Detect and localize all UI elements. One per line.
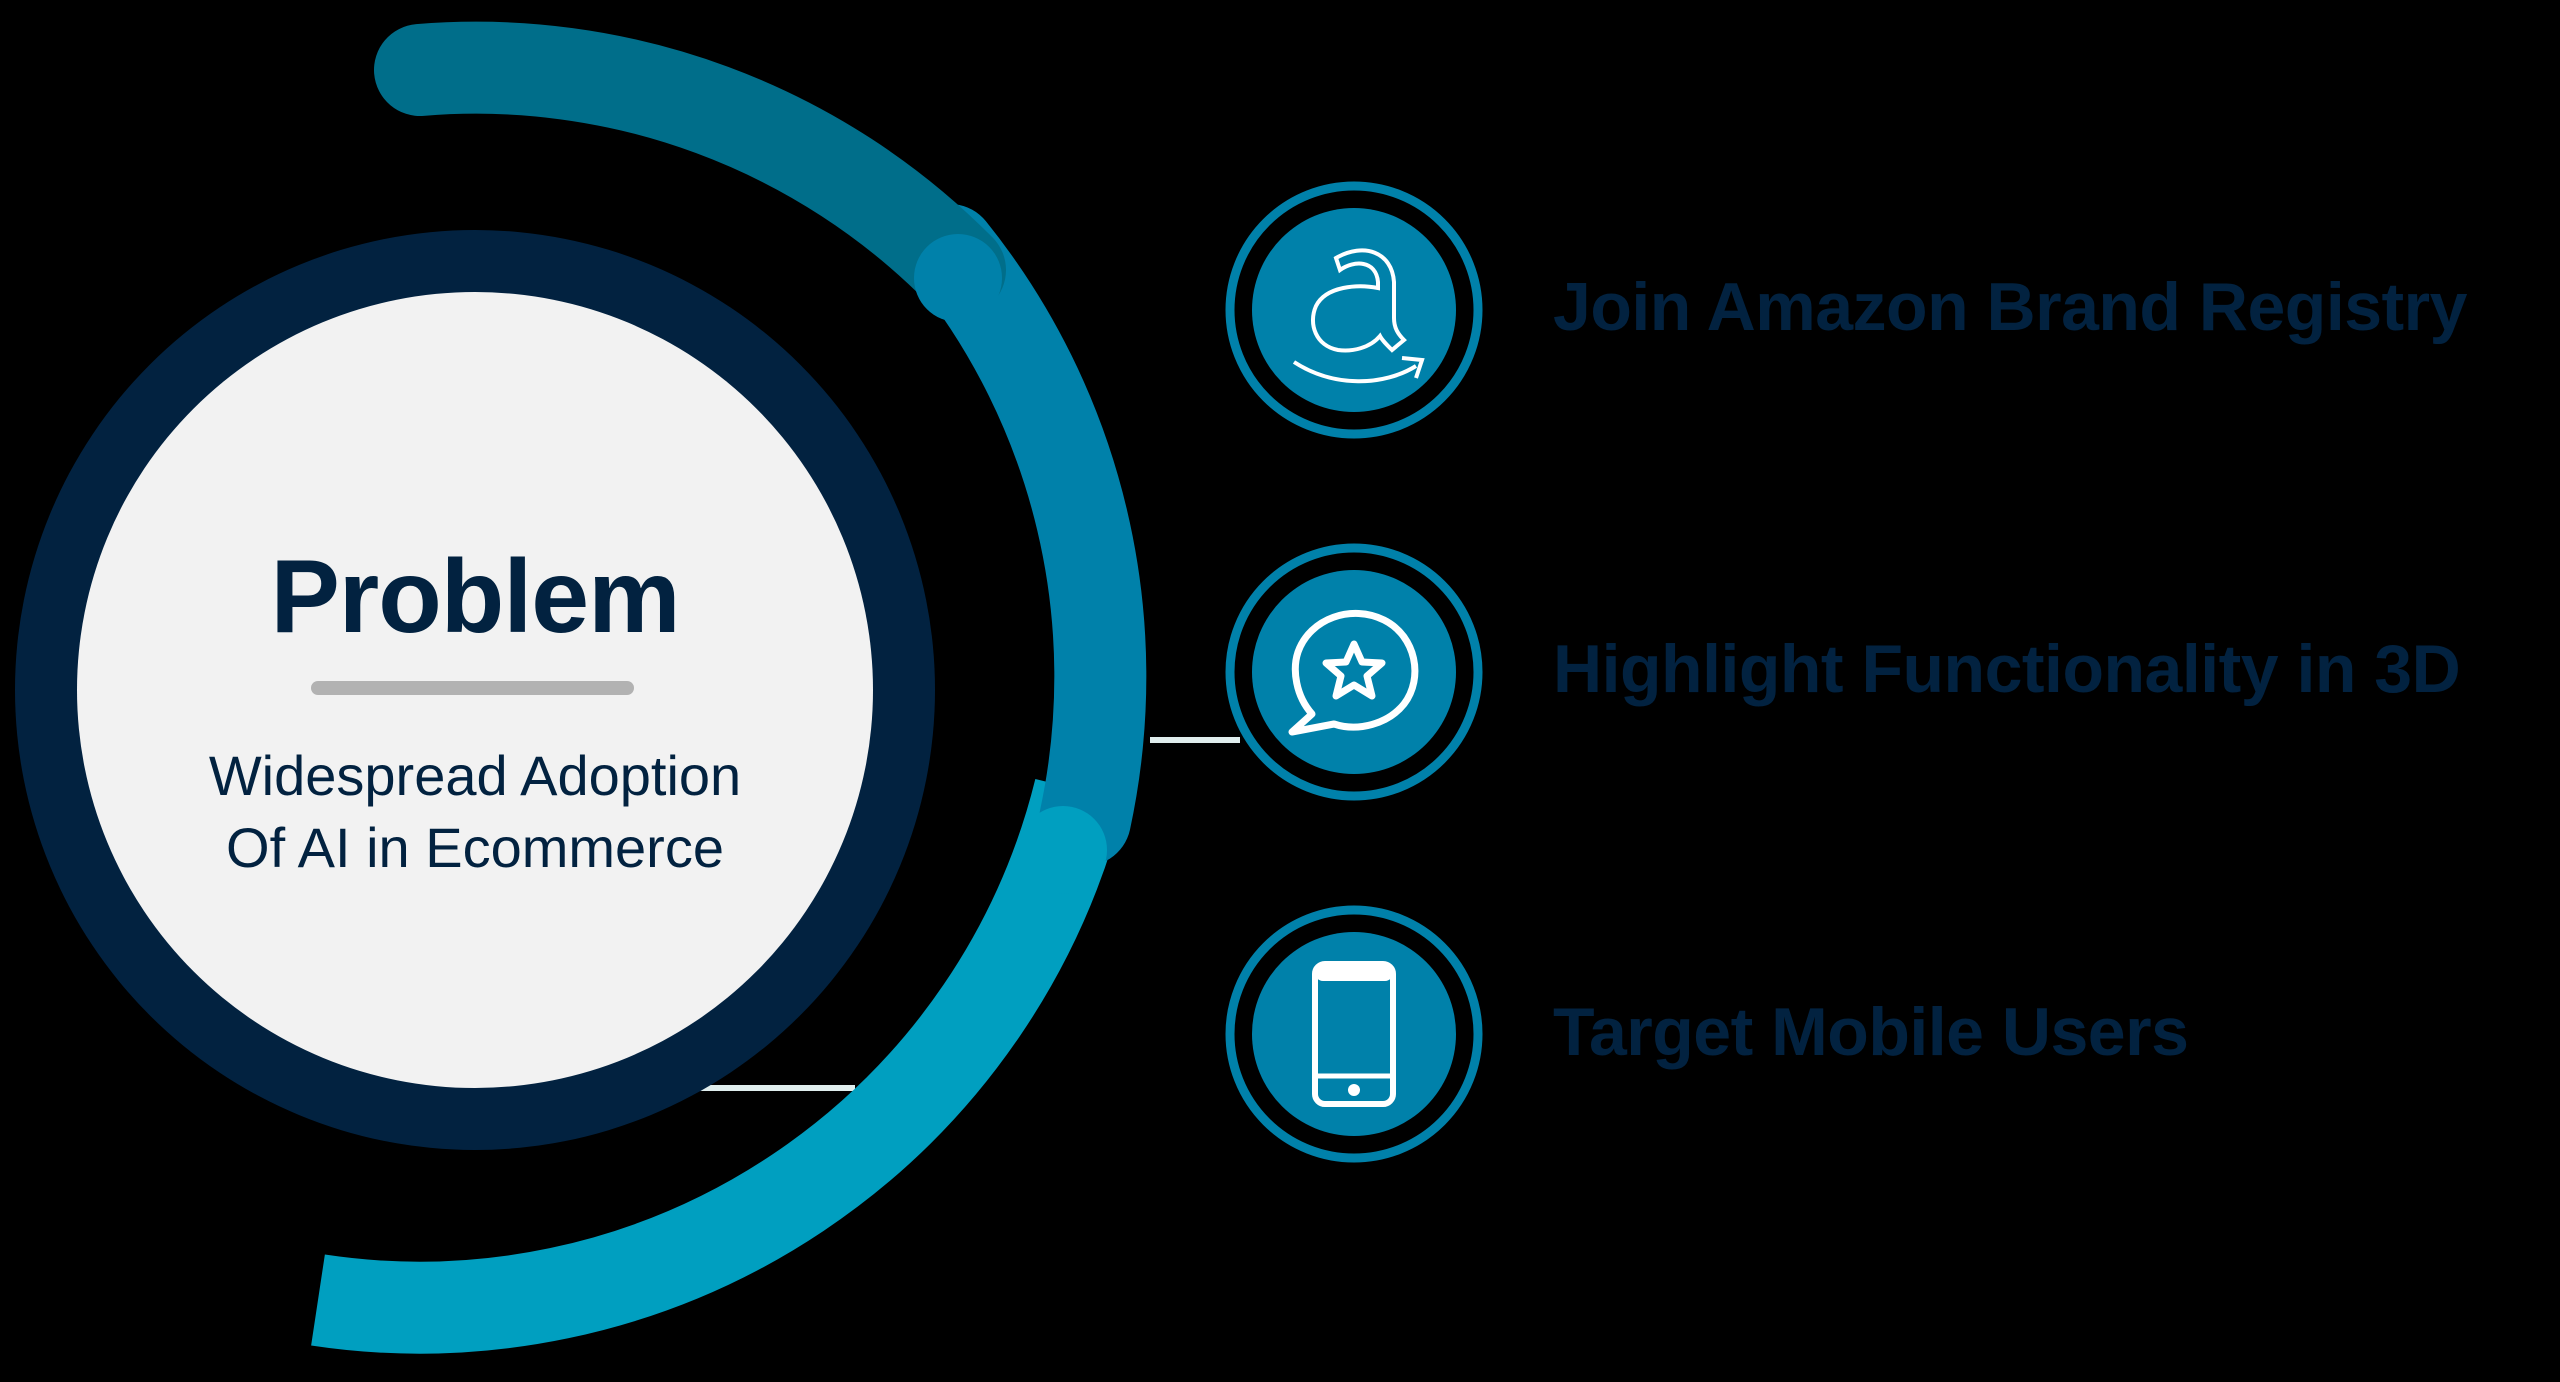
step-label-amazon-brand-registry: Join Amazon Brand Registry xyxy=(1553,269,2467,345)
center-subtitle-line-2: Of AI in Ecommerce xyxy=(226,816,724,879)
step-label-target-mobile: Target Mobile Users xyxy=(1553,994,2189,1070)
center-divider xyxy=(311,681,634,695)
chat-star-icon xyxy=(1288,609,1419,736)
outer-arc-top xyxy=(374,21,1006,316)
outer-arc-bottom-cap xyxy=(1019,806,1107,894)
medallion-smartphone xyxy=(1225,905,1483,1163)
step-label-highlight-3d: Highlight Functionality in 3D xyxy=(1553,631,2461,707)
medallion-amazon xyxy=(1225,181,1483,439)
center-subtitle-line-1: Widespread Adoption xyxy=(208,744,742,807)
outer-arc-bottom xyxy=(311,778,1125,1354)
outer-arc-middle xyxy=(904,204,1147,866)
smartphone-icon xyxy=(1312,961,1396,1107)
center-title: Problem xyxy=(270,539,680,655)
medallion-chat-star xyxy=(1225,543,1483,801)
outer-arc-middle-cap xyxy=(914,234,1002,322)
amazon-logo-icon xyxy=(1292,248,1425,384)
